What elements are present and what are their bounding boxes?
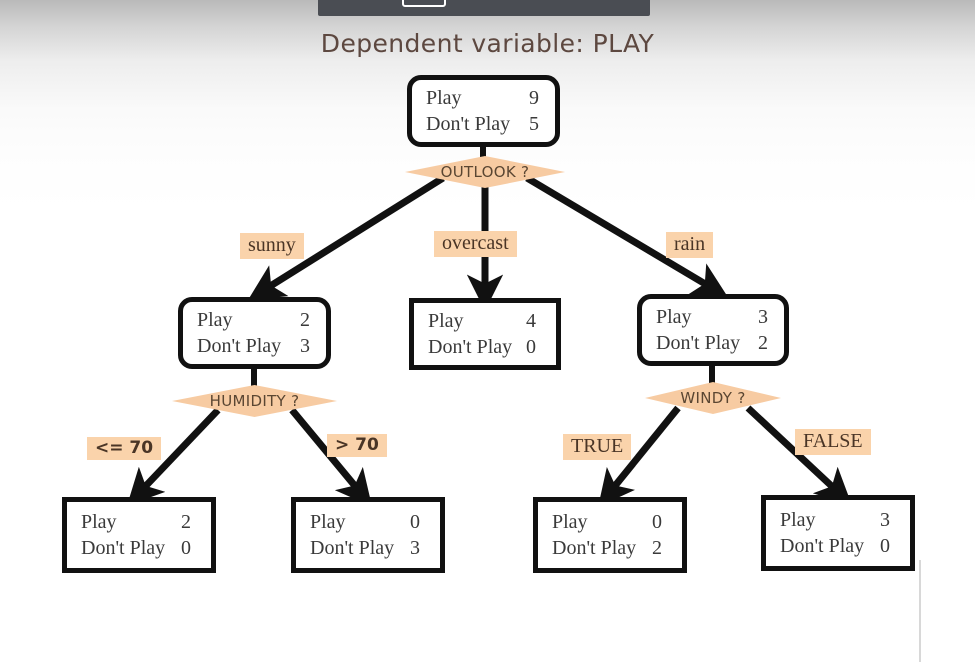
node-humidity-gt70: Play 0 Don't Play 3: [291, 497, 445, 573]
decision-label: HUMIDITY ?: [209, 392, 300, 410]
decision-humidity[interactable]: HUMIDITY ?: [172, 385, 337, 417]
row-value: 3: [758, 305, 768, 328]
row-label: Don't Play: [552, 537, 637, 559]
row-value: 0: [652, 510, 662, 533]
node-humidity-gt70-row-dontplay: Don't Play 3: [296, 535, 440, 561]
node-overcast: Play 4 Don't Play 0: [409, 298, 561, 370]
node-sunny: Play 2 Don't Play 3: [178, 297, 331, 369]
branch-label-humidity-le70: <= 70: [87, 437, 162, 460]
node-humidity-le70: Play 2 Don't Play 0: [62, 497, 216, 573]
row-value: 0: [526, 336, 536, 358]
row-label: Don't Play: [426, 113, 511, 135]
row-label: Play: [81, 510, 117, 533]
row-value: 0: [181, 537, 191, 559]
decision-outlook[interactable]: OUTLOOK ?: [405, 156, 565, 188]
row-label: Don't Play: [81, 537, 166, 559]
row-label: Play: [780, 508, 816, 531]
row-label: Play: [552, 510, 588, 533]
row-label: Play: [310, 510, 346, 533]
node-root-row-dontplay: Don't Play 5: [412, 111, 555, 137]
decision-label: OUTLOOK ?: [440, 163, 530, 181]
node-windy-false: Play 3 Don't Play 0: [761, 495, 915, 571]
branch-label-humidity-gt70: > 70: [327, 434, 387, 457]
row-label: Play: [428, 309, 464, 332]
row-value: 2: [300, 308, 310, 331]
row-label: Don't Play: [656, 332, 741, 354]
player-bar-button[interactable]: [402, 0, 446, 7]
row-label: Don't Play: [428, 336, 513, 358]
row-label: Don't Play: [197, 335, 282, 357]
row-value: 0: [410, 510, 420, 533]
branch-label-windy-false: FALSE: [795, 429, 871, 455]
row-value: 3: [880, 508, 890, 531]
row-label: Play: [197, 308, 233, 331]
branch-label-overcast: overcast: [434, 231, 517, 257]
node-root-row-play: Play 9: [412, 85, 555, 111]
node-overcast-row-play: Play 4: [414, 308, 556, 334]
node-sunny-row-play: Play 2: [183, 307, 326, 333]
node-windy-true: Play 0 Don't Play 2: [533, 497, 687, 573]
node-windy-false-row-play: Play 3: [766, 507, 910, 533]
row-value: 2: [181, 510, 191, 533]
node-rain: Play 3 Don't Play 2: [637, 294, 789, 366]
node-rain-row-play: Play 3: [642, 304, 784, 330]
node-sunny-row-dontplay: Don't Play 3: [183, 333, 326, 359]
row-label: Play: [656, 305, 692, 328]
row-value: 4: [526, 309, 536, 332]
row-label: Play: [426, 86, 462, 109]
row-value: 0: [880, 535, 890, 557]
node-overcast-row-dontplay: Don't Play 0: [414, 334, 556, 360]
row-value: 3: [300, 335, 310, 357]
decision-windy[interactable]: WINDY ?: [645, 382, 781, 414]
row-value: 9: [529, 86, 539, 109]
node-humidity-le70-row-dontplay: Don't Play 0: [67, 535, 211, 561]
node-windy-true-row-play: Play 0: [538, 509, 682, 535]
page-title: Dependent variable: PLAY: [320, 29, 655, 58]
node-windy-true-row-dontplay: Don't Play 2: [538, 535, 682, 561]
node-humidity-gt70-row-play: Play 0: [296, 509, 440, 535]
node-windy-false-row-dontplay: Don't Play 0: [766, 533, 910, 559]
page-edge-artifact: [919, 560, 921, 662]
node-rain-row-dontplay: Don't Play 2: [642, 330, 784, 356]
row-label: Don't Play: [780, 535, 865, 557]
decision-label: WINDY ?: [680, 389, 746, 407]
branch-label-rain: rain: [666, 232, 714, 258]
node-humidity-le70-row-play: Play 2: [67, 509, 211, 535]
row-value: 2: [758, 332, 768, 354]
branch-label-sunny: sunny: [240, 233, 304, 259]
row-value: 5: [529, 113, 539, 135]
row-label: Don't Play: [310, 537, 395, 559]
row-value: 2: [652, 537, 662, 559]
node-root: Play 9 Don't Play 5: [407, 75, 560, 147]
row-value: 3: [410, 537, 420, 559]
branch-label-windy-true: TRUE: [563, 434, 632, 460]
video-player-controls-bar[interactable]: [318, 0, 650, 16]
